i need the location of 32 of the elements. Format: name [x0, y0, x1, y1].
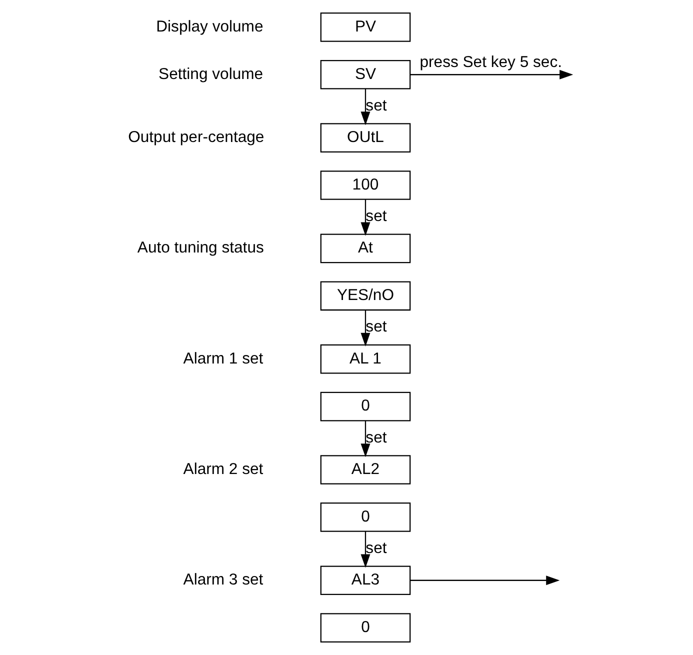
node-box: PV — [320, 12, 411, 42]
edge-label: set — [366, 208, 387, 226]
edge-label: set — [366, 318, 387, 336]
node-label: Output per-centage — [128, 129, 264, 146]
arrow — [360, 532, 370, 568]
node-box: SV — [320, 60, 411, 90]
node-label: Alarm 3 set — [183, 572, 264, 589]
node-label: Alarm 2 set — [183, 460, 264, 478]
arrow — [410, 70, 574, 80]
node-box: 100 — [320, 170, 411, 200]
node-box: 0 — [320, 392, 411, 422]
arrow — [410, 576, 560, 586]
arrow — [360, 200, 370, 236]
arrow — [360, 310, 370, 346]
edge-label: press Set key 5 sec. — [420, 54, 562, 71]
node-box: YES/nO — [320, 281, 411, 311]
node-label: Setting volume — [158, 66, 264, 83]
node-label: Alarm 1 set — [183, 350, 264, 368]
node-box: AL2 — [320, 455, 411, 484]
arrow — [360, 420, 370, 458]
edge-label: set — [366, 429, 387, 446]
arrow — [360, 88, 370, 126]
node-box: OUtL — [320, 123, 411, 153]
node-box: AL 1 — [320, 344, 411, 374]
node-label: Display volume — [156, 18, 264, 36]
node-box: 0 — [320, 502, 411, 532]
node-label: Auto tuning status — [137, 240, 264, 257]
node-box: 0 — [320, 613, 411, 642]
edge-label: set — [366, 97, 387, 114]
edge-label: set — [366, 540, 387, 557]
node-box: At — [320, 234, 411, 264]
node-box: AL3 — [320, 566, 411, 596]
